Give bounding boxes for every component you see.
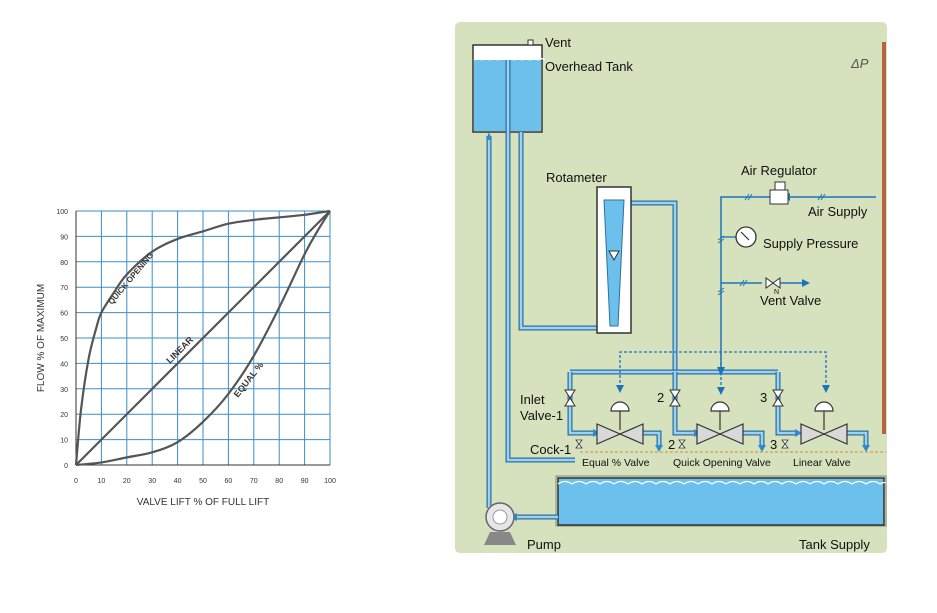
x-tick-label: 50 — [199, 478, 207, 485]
label-air-supply: Air Supply — [808, 204, 868, 219]
chart-axes — [75, 211, 330, 466]
label-air-regulator: Air Regulator — [741, 163, 818, 178]
y-tick-label: 10 — [60, 438, 68, 445]
y-tick-labels: 0 10 20 30 40 50 60 70 80 90 100 — [56, 209, 68, 470]
x-tick-label: 80 — [275, 478, 283, 485]
y-tick-label: 50 — [60, 336, 68, 343]
y-tick-label: 0 — [64, 463, 68, 470]
label-vent: Vent — [545, 35, 571, 50]
label-valve-1: Valve-1 — [520, 408, 563, 423]
label-cock-1: Cock-1 — [530, 442, 571, 457]
pressure-gauge-icon — [721, 226, 757, 248]
label-vent-valve: Vent Valve — [760, 293, 821, 308]
label-tank-supply: Tank Supply — [799, 537, 870, 552]
y-tick-label: 90 — [60, 234, 68, 241]
y-tick-label: 80 — [60, 260, 68, 267]
x-tick-label: 30 — [148, 478, 156, 485]
rotameter — [596, 186, 632, 334]
y-tick-label: 20 — [60, 412, 68, 419]
series-line-linear — [75, 210, 331, 466]
x-tick-label: 60 — [225, 478, 233, 485]
x-tick-label: 70 — [250, 478, 258, 485]
air-line-marks — [717, 193, 826, 296]
label-rotameter: Rotameter — [546, 170, 607, 185]
pump-icon — [484, 502, 516, 545]
label-vent-valve-n: N — [774, 289, 779, 296]
air-regulator-icon — [769, 181, 789, 205]
chart-series — [74, 209, 331, 467]
x-tick-label: 100 — [324, 478, 336, 485]
x-tick-label: 40 — [174, 478, 182, 485]
label-inlet: Inlet — [520, 392, 545, 407]
x-axis-label: VALVE LIFT % OF FULL LIFT — [137, 497, 269, 508]
air-signal-arrows — [616, 385, 830, 395]
control-valve-linear — [800, 401, 848, 445]
label-num-2-bot: 2 — [668, 437, 675, 452]
x-tick-label: 10 — [98, 478, 106, 485]
control-valve-quick — [696, 401, 744, 445]
series-line-quick-opening — [74, 209, 331, 466]
sump-tank — [555, 475, 889, 527]
y-tick-label: 60 — [60, 311, 68, 318]
label-equal-valve: Equal % Valve — [582, 457, 650, 469]
y-tick-label: 100 — [56, 209, 68, 216]
air-signal-lines — [619, 351, 827, 390]
delta-p-bar — [882, 42, 886, 434]
y-tick-label: 70 — [60, 285, 68, 292]
y-axis-label: FLOW % OF MAXIMUM — [36, 284, 47, 392]
label-num-3-top: 3 — [760, 390, 767, 405]
y-tick-label: 40 — [60, 361, 68, 368]
label-supply-pressure: Supply Pressure — [763, 236, 858, 251]
x-tick-labels: 0 10 20 30 40 50 60 70 80 90 100 — [74, 478, 336, 485]
x-tick-label: 90 — [301, 478, 309, 485]
label-num-2-top: 2 — [657, 390, 664, 405]
label-linear-valve: Linear Valve — [793, 457, 851, 469]
series-line-equal-percent — [75, 210, 331, 467]
label-num-3-bot: 3 — [770, 437, 777, 452]
x-tick-label: 0 — [74, 478, 78, 485]
x-tick-label: 20 — [123, 478, 131, 485]
label-pump: Pump — [527, 537, 561, 552]
vent-valve-icon — [765, 277, 781, 289]
label-quick-valve: Quick Opening Valve — [673, 457, 771, 469]
label-delta-p: ΔP — [850, 56, 869, 71]
cock-icons — [575, 439, 789, 449]
control-valve-equal — [596, 401, 644, 445]
label-overhead-tank: Overhead Tank — [545, 59, 633, 74]
y-tick-label: 30 — [60, 387, 68, 394]
hand-valve-icons — [564, 389, 784, 407]
